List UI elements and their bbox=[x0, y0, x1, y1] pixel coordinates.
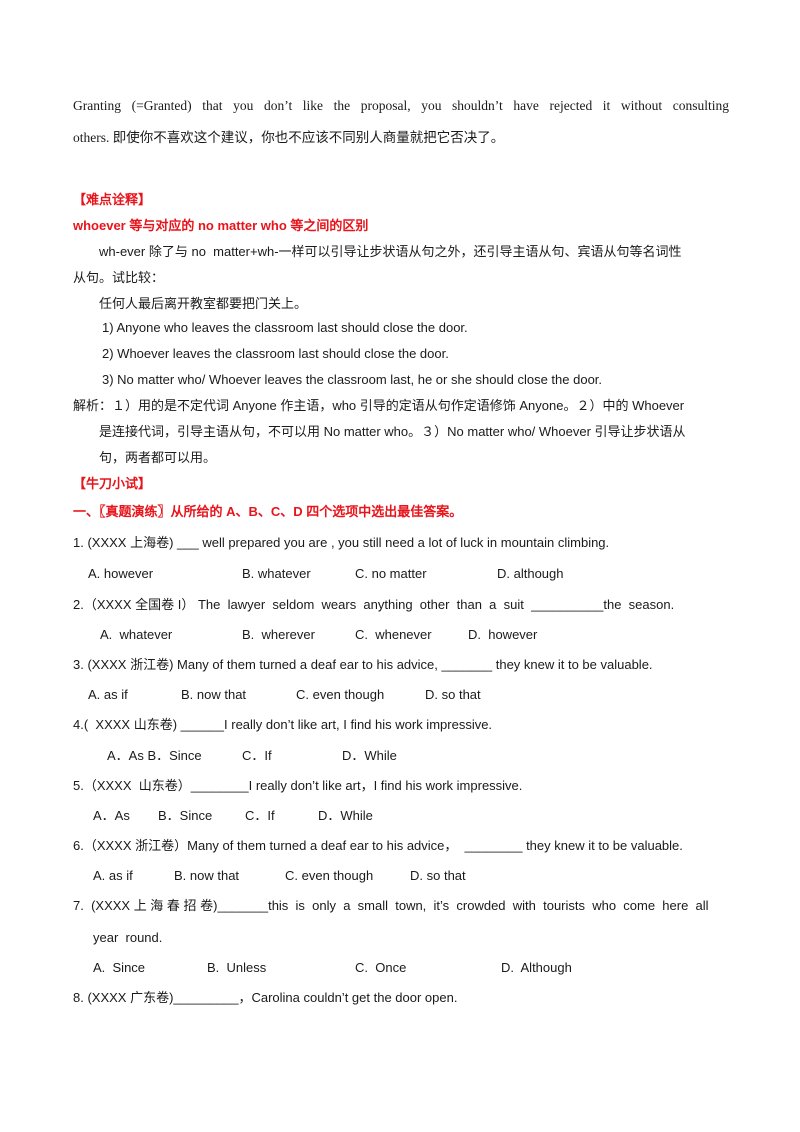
question-8-stem: 8. (XXXX 广东卷)_________，Carolina couldn’t… bbox=[73, 990, 458, 1005]
question-5-option-c: C．If bbox=[245, 808, 275, 823]
question-2-option-c: C. whenever bbox=[355, 627, 432, 642]
difficulty-paragraph-line-1: wh-ever 除了与 no matter+wh-一样可以引导让步状语从句之外，… bbox=[99, 244, 682, 259]
question-7-option-a: A. Since bbox=[93, 960, 146, 975]
practice-section-title: 一、〖真题演练〗从所给的 A、B、C、D 四个选项中选出最佳答案。 bbox=[73, 504, 463, 519]
question-3-option-a: A. as if bbox=[88, 687, 128, 702]
question-1-option-d: D. although bbox=[497, 566, 564, 581]
question-7-option-d: D. Although bbox=[501, 960, 572, 975]
example-1: 1) Anyone who leaves the classroom last … bbox=[102, 320, 468, 335]
question-2-option-b: B. wherever bbox=[242, 627, 315, 642]
analysis-line-3: 句，两者都可以用。 bbox=[99, 450, 217, 465]
question-7-stem-line-1: 7. (XXXX 上 海 春 招 卷)_______this is only a… bbox=[73, 898, 709, 913]
question-6-option-b: B. now that bbox=[174, 868, 240, 883]
question-5-option-a: A．As bbox=[93, 808, 130, 823]
analysis-line-2: 是连接代词，引导主语从句，不可以用 No matter who。３）No mat… bbox=[99, 424, 686, 439]
question-7-option-b: B. Unless bbox=[207, 960, 267, 975]
question-4-stem: 4.( XXXX 山东卷) ______I really don’t like … bbox=[73, 717, 493, 732]
intro-line-2: others. 即使你不喜欢这个建议，你也不应该不同别人商量就把它否决了。 bbox=[73, 130, 505, 145]
difficulty-header: 【难点诠释】 bbox=[73, 192, 152, 207]
analysis-line-1: 解析：１）用的是不定代词 Anyone 作主语，who 引导的定语从句作定语修饰… bbox=[73, 398, 685, 413]
example-2: 2) Whoever leaves the classroom last sho… bbox=[102, 346, 449, 361]
question-3-option-c: C. even though bbox=[296, 687, 385, 702]
question-6-option-d: D. so that bbox=[410, 868, 466, 883]
question-3-stem: 3. (XXXX 浙江卷) Many of them turned a deaf… bbox=[73, 657, 653, 672]
question-6-stem: 6.（XXXX 浙江卷）Many of them turned a deaf e… bbox=[73, 838, 683, 853]
practice-header: 【牛刀小试】 bbox=[73, 476, 152, 491]
question-2-option-d: D. however bbox=[468, 627, 538, 642]
question-7-option-c: C. Once bbox=[355, 960, 407, 975]
question-4-option-ab: A．As B．Since bbox=[107, 748, 202, 763]
question-1-option-c: C. no matter bbox=[355, 566, 427, 581]
question-1-option-a: A. however bbox=[88, 566, 154, 581]
question-6-option-c: C. even though bbox=[285, 868, 374, 883]
question-5-stem: 5.（XXXX 山东卷）________I really don’t like … bbox=[73, 778, 523, 793]
question-2-stem: 2.（XXXX 全国卷 I） The lawyer seldom wears a… bbox=[73, 597, 675, 612]
question-2-option-a: A. whatever bbox=[100, 627, 173, 642]
difficulty-subtitle: whoever 等与对应的 no matter who 等之间的区别 bbox=[73, 218, 369, 233]
question-5-option-b: B．Since bbox=[158, 808, 213, 823]
example-3: 3) No matter who/ Whoever leaves the cla… bbox=[102, 372, 603, 387]
question-6-option-a: A. as if bbox=[93, 868, 133, 883]
question-1-stem: 1. (XXXX 上海卷) ___ well prepared you are … bbox=[73, 535, 610, 550]
difficulty-paragraph-line-2: 从句。试比较： bbox=[73, 270, 165, 285]
question-7-stem-line-2: year round. bbox=[93, 930, 163, 945]
example-chinese: 任何人最后离开教室都要把门关上。 bbox=[99, 296, 308, 311]
question-4-option-c: C．If bbox=[242, 748, 272, 763]
question-1-option-b: B. whatever bbox=[242, 566, 311, 581]
question-5-option-d: D．While bbox=[318, 808, 373, 823]
question-3-option-d: D. so that bbox=[425, 687, 481, 702]
question-3-option-b: B. now that bbox=[181, 687, 247, 702]
intro-line-1: Granting (=Granted) that you don’t like … bbox=[73, 98, 729, 113]
question-4-option-d: D．While bbox=[342, 748, 397, 763]
